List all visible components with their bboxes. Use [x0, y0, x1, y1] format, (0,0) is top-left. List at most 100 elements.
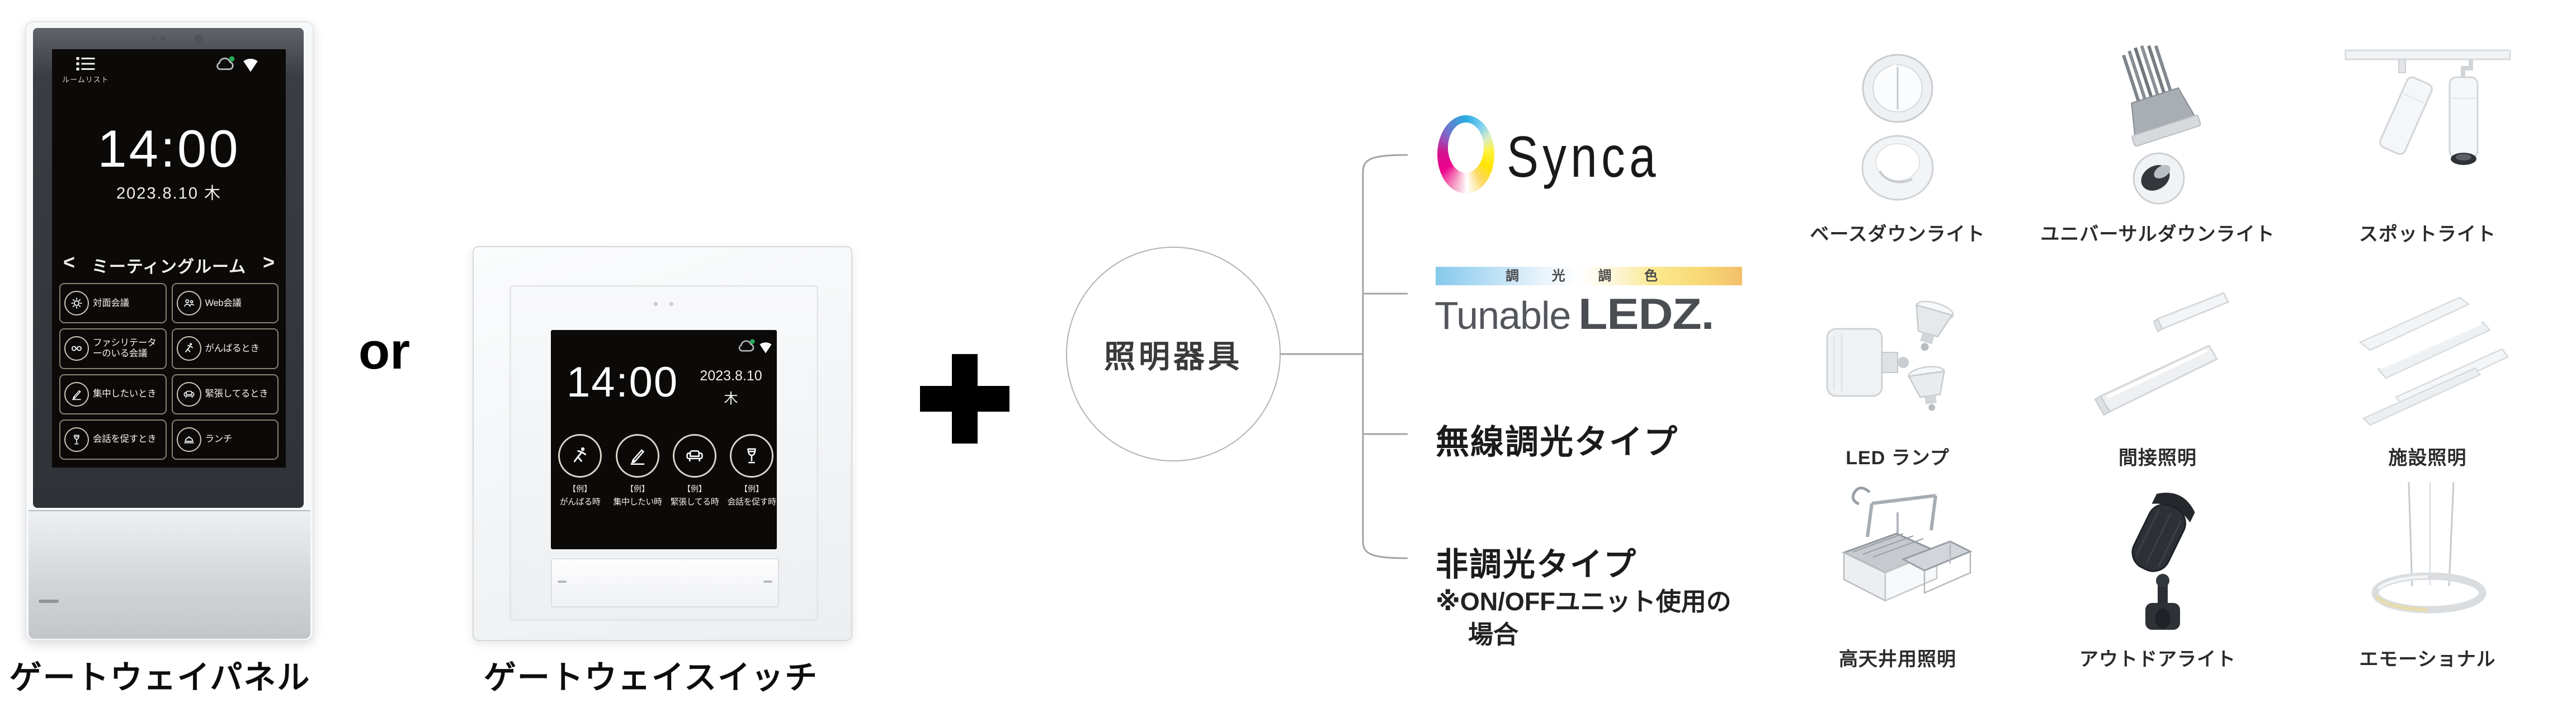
wine-icon	[64, 427, 89, 452]
cloud-status-icon	[737, 338, 757, 356]
switch-scene-label: 緊張してる時	[670, 497, 719, 507]
indirect-lighting-image	[2074, 277, 2242, 437]
spotlight-image	[2341, 43, 2514, 213]
switch-scene-button-pencil[interactable]: 【例】集中したい時	[608, 434, 667, 507]
people-icon	[176, 291, 201, 316]
switch-scene-label: 集中したい時	[613, 497, 662, 507]
room-selector: < ミーティングルーム >	[52, 251, 286, 276]
high-ceiling-image	[1814, 479, 1981, 638]
branch-wireless-dimming: 無線調光タイプ	[1436, 423, 1678, 461]
sofa-icon	[176, 381, 201, 407]
panel-camera	[194, 35, 203, 44]
switch-scene-row: 【例】がんばる時【例】集中したい時【例】緊張してる時【例】会話を促す時	[551, 434, 777, 546]
cloud-status-icon	[214, 55, 237, 74]
product-label: スポットライト	[2359, 224, 2496, 245]
switch-scene-button-wine[interactable]: 【例】会話を促す時	[723, 434, 777, 507]
panel-sensor-dot	[161, 37, 165, 41]
product-label: ユニバーサルダウンライト	[2040, 224, 2275, 245]
runner-icon	[558, 434, 602, 478]
panel-scene-button-wine[interactable]: 会話を促すとき	[59, 419, 167, 460]
gateway-panel-stand	[29, 510, 310, 639]
panel-scene-label: 会話を促すとき	[93, 434, 157, 445]
lighting-fixture-label: 照明器具	[1104, 338, 1243, 374]
switch-sensor-dot	[654, 302, 658, 306]
stand-slot	[39, 600, 59, 603]
product-label: ベースダウンライト	[1810, 224, 1985, 245]
gateway-switch-plate: 14:00 2023.8.10 木 【例】がんばる時【例】集中したい時【例】緊張…	[509, 285, 818, 621]
facility-lighting-image	[2341, 277, 2514, 437]
wine-icon	[730, 434, 773, 478]
gateway-switch-screen: 14:00 2023.8.10 木 【例】がんばる時【例】集中したい時【例】緊張…	[551, 330, 777, 549]
outdoor-light-image	[2074, 479, 2242, 638]
panel-scene-button-sofa[interactable]: 緊張してるとき	[171, 374, 279, 414]
branch-non-dimming: 非調光タイプ	[1436, 546, 1638, 583]
panel-scene-label: 集中したいとき	[93, 389, 157, 399]
switch-hardware-button[interactable]	[551, 558, 779, 607]
emotional-image	[2344, 479, 2512, 638]
synca-logo-ring	[1437, 115, 1494, 194]
switch-date: 2023.8.10 木	[700, 368, 762, 407]
gateway-panel-screen: ルームリスト 14:00 2023.8.10 木 < ミーティングルーム >	[52, 49, 286, 468]
panel-scene-label: Web会議	[205, 298, 242, 308]
plus-sign	[952, 354, 978, 444]
product-item-high-ceiling: 高天井用照明	[1769, 470, 2026, 671]
panel-scene-label: ファシリテーターのいる会議	[93, 338, 157, 359]
runner-icon	[176, 336, 201, 361]
product-item-indirect-lighting: 間接照明	[2026, 246, 2289, 470]
switch-scene-label: 会話を促す時	[727, 497, 776, 507]
wifi-status-icon	[241, 56, 260, 76]
panel-sensor-dot	[152, 37, 156, 41]
panel-scene-button-glasses[interactable]: ファシリテーターのいる会議	[59, 328, 167, 369]
tunable-ledz-logo: Tunable LEDZ.	[1435, 289, 1715, 338]
switch-scene-button-sofa[interactable]: 【例】緊張してる時	[666, 434, 724, 507]
next-room-button[interactable]: >	[262, 251, 275, 274]
gateway-panel-bezel: ルームリスト 14:00 2023.8.10 木 < ミーティングルーム >	[33, 28, 304, 508]
glasses-icon	[64, 336, 89, 361]
switch-scene-button-runner[interactable]: 【例】がんばる時	[551, 434, 609, 507]
product-item-base-downlight: ベースダウンライト	[1769, 17, 2026, 246]
product-item-outdoor-light: アウトドアライト	[2026, 470, 2289, 671]
sofa-icon	[673, 434, 716, 478]
product-label: 間接照明	[2119, 447, 2197, 469]
panel-scene-button-cloche[interactable]: ランチ	[171, 419, 279, 460]
switch-scene-label: がんばる時	[559, 497, 601, 507]
panel-scene-button-sun[interactable]: 対面会議	[59, 283, 167, 324]
cloche-icon	[176, 427, 201, 452]
room-list-label: ルームリスト	[62, 76, 109, 84]
pencil-icon	[616, 434, 659, 478]
panel-scene-button-runner[interactable]: がんばるとき	[171, 328, 279, 369]
room-name: ミーティングルーム	[91, 258, 247, 276]
synca-logo-text: Synca	[1507, 125, 1660, 190]
tunable-bar-label: 調 光 調 色	[1505, 268, 1672, 284]
switch-scene-tag: 【例】	[683, 484, 706, 493]
gateway-panel-label: ゲートウェイパネル	[9, 659, 311, 696]
wifi-status-icon	[758, 340, 773, 357]
gateway-switch-label: ゲートウェイスイッチ	[483, 659, 819, 696]
sun-icon	[64, 291, 89, 316]
panel-scene-label: がんばるとき	[205, 343, 260, 353]
panel-scene-grid: 対面会議 Web会議ファシリテーターのいる会議 がんばるとき集中したいとき 緊張してる…	[59, 283, 279, 460]
product-item-universal-downlight: ユニバーサルダウンライト	[2026, 17, 2289, 246]
switch-sensor-dot	[669, 302, 673, 306]
panel-clock: 14:00	[97, 119, 240, 178]
panel-scene-button-people[interactable]: Web会議	[171, 283, 279, 324]
or-text: or	[358, 323, 410, 380]
product-item-facility-lighting: 施設照明	[2289, 246, 2566, 470]
base-downlight-image	[1814, 43, 1981, 213]
product-grid: ベースダウンライト ユニバーサルダウンライト スポットライト LED ランプ 間接照明 施…	[1769, 17, 2566, 688]
branch-non-dimming-note: ※ON/OFFユニット使用の 場合	[1436, 587, 1732, 649]
product-label: LED ランプ	[1846, 447, 1950, 469]
product-label: 高天井用照明	[1839, 649, 1956, 670]
led-lamp-image	[1814, 277, 1981, 437]
prev-room-button[interactable]: <	[63, 251, 76, 274]
panel-scene-label: ランチ	[205, 434, 233, 445]
room-list-button[interactable]: ルームリスト	[60, 56, 111, 84]
panel-scene-button-pencil[interactable]: 集中したいとき	[59, 374, 167, 414]
product-label: アウトドアライト	[2079, 649, 2236, 670]
panel-scene-label: 対面会議	[93, 298, 129, 308]
panel-date: 2023.8.10 木	[116, 185, 222, 202]
lighting-fixture-node: 照明器具	[1066, 247, 1281, 461]
pencil-icon	[64, 381, 89, 407]
gateway-panel-device: ルームリスト 14:00 2023.8.10 木 < ミーティングルーム >	[25, 21, 314, 641]
